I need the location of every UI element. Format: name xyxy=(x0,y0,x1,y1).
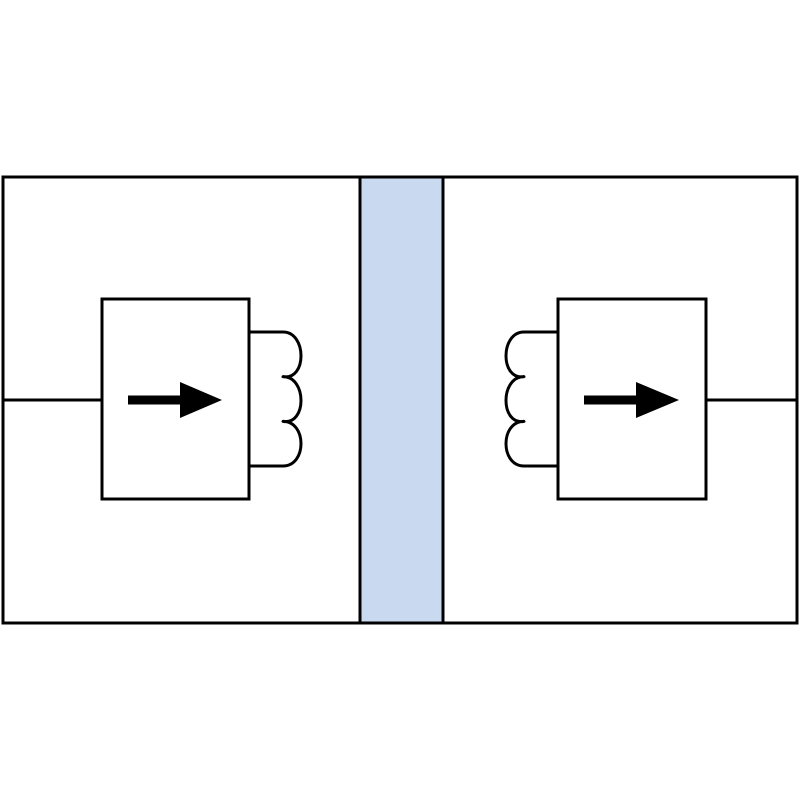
inductor-coil-icon xyxy=(249,330,303,468)
right-arrow-icon xyxy=(584,382,679,418)
inductor-coil-icon xyxy=(504,330,558,468)
right-panel xyxy=(441,175,799,625)
left-panel xyxy=(1,175,362,625)
isolation-barrier xyxy=(358,175,445,625)
right-arrow-icon xyxy=(128,382,222,418)
